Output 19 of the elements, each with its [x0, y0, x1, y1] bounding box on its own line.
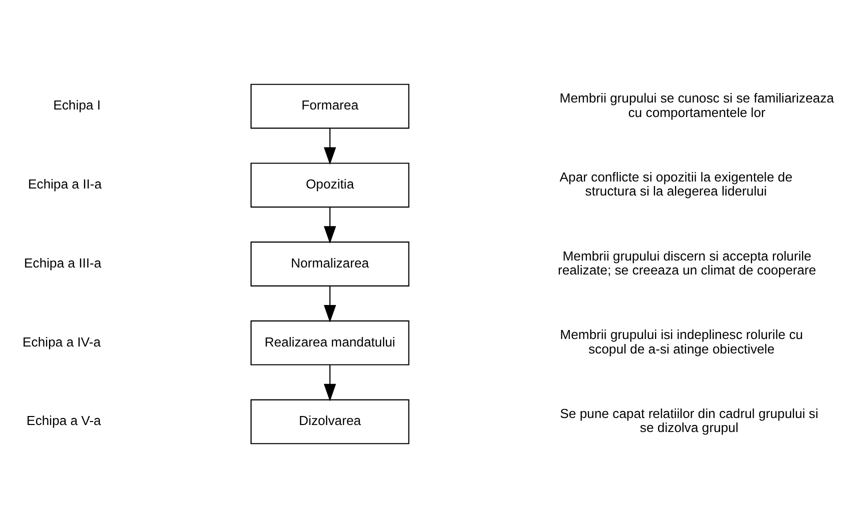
label: Echipa a IV-a	[22, 334, 101, 350]
arrow	[324, 207, 336, 244]
label: Membrii grupului discern si accepta rolurile realizate; se creeaza un climat de cooperare	[558, 248, 816, 278]
label: Se pune capat relatiilor din cadrul grupului si se dizolva grupul	[560, 406, 818, 436]
label: Apar conflicte si opozitii la exigentele de structura si la alegerea liderului	[560, 169, 792, 199]
node-box: Normalizarea	[250, 242, 410, 286]
node-box: Opozitia	[250, 162, 410, 208]
label: Echipa I	[53, 98, 101, 113]
node-box: Realizarea mandatului	[250, 320, 410, 366]
label: Membrii grupului isi indeplinesc rolurile cu scopul de a-si atinge obiectivele	[560, 327, 803, 356]
label: Echipa a V-a	[26, 413, 102, 428]
arrow	[324, 364, 336, 402]
arrow	[324, 128, 336, 165]
node-box: Dizolvarea	[250, 399, 410, 444]
label: Echipa a II-a	[28, 176, 102, 192]
label: Echipa a III-a	[24, 255, 102, 270]
label: Membrii grupului se cunosc si se familiarizeaza cu comportamentele lor	[560, 90, 834, 120]
arrow	[324, 286, 336, 322]
node-box: Formarea	[250, 84, 410, 129]
